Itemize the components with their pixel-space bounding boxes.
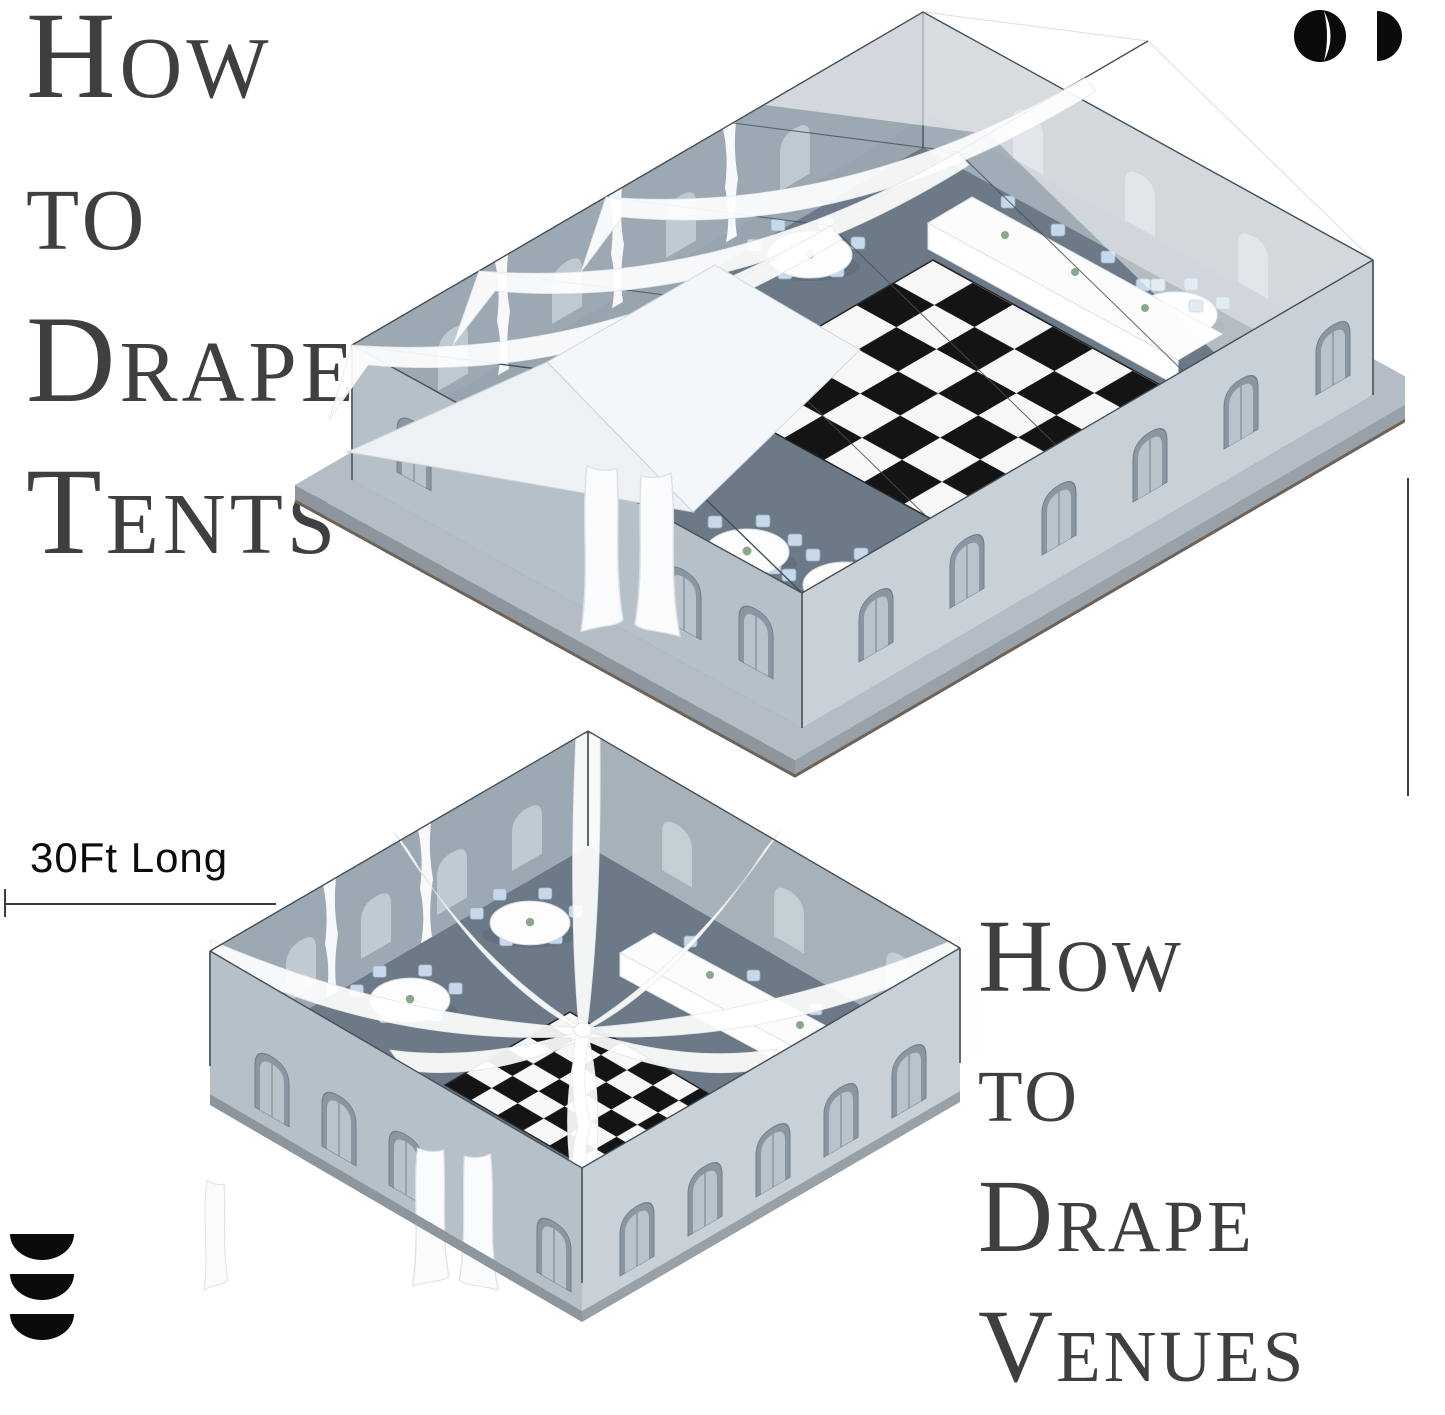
heading-line: Drape <box>26 291 358 428</box>
venue-base-edge <box>210 1091 960 1322</box>
heading-line: How <box>978 899 1184 1014</box>
heading-line: to <box>978 1029 1080 1144</box>
length-dimension-line <box>4 903 276 905</box>
tent-illustration <box>294 11 1405 778</box>
heading-line: Venues <box>978 1289 1307 1404</box>
length-label: 30Ft Long <box>30 834 229 881</box>
heading-how-to-drape-venues: How to Drape Venues <box>978 892 1306 1412</box>
venue-corner-posts <box>209 730 961 1283</box>
heading-line: Tents <box>26 443 340 580</box>
brand-mark-bottom-left-icon <box>10 1234 74 1340</box>
tent-roof-frame <box>351 11 1374 594</box>
heading-line: to <box>26 139 149 276</box>
venue-front-right-wall <box>582 948 960 1311</box>
ceiling-drape-star <box>209 733 961 1181</box>
venue-front-left-wall <box>203 951 582 1311</box>
corner-curtain <box>203 1179 229 1291</box>
heading-line: Drape <box>978 1159 1255 1274</box>
venue-illustration <box>203 730 961 1322</box>
vertical-dimension-line <box>1407 478 1409 796</box>
heading-how-to-drape-tents: How to Drape Tents <box>26 0 358 588</box>
brand-mark-top-right-icon <box>1294 10 1402 62</box>
tent-front-right-wall <box>802 260 1373 728</box>
heading-line: How <box>26 0 273 124</box>
drape-knot <box>573 1022 593 1038</box>
length-dimension-tick <box>4 889 6 917</box>
